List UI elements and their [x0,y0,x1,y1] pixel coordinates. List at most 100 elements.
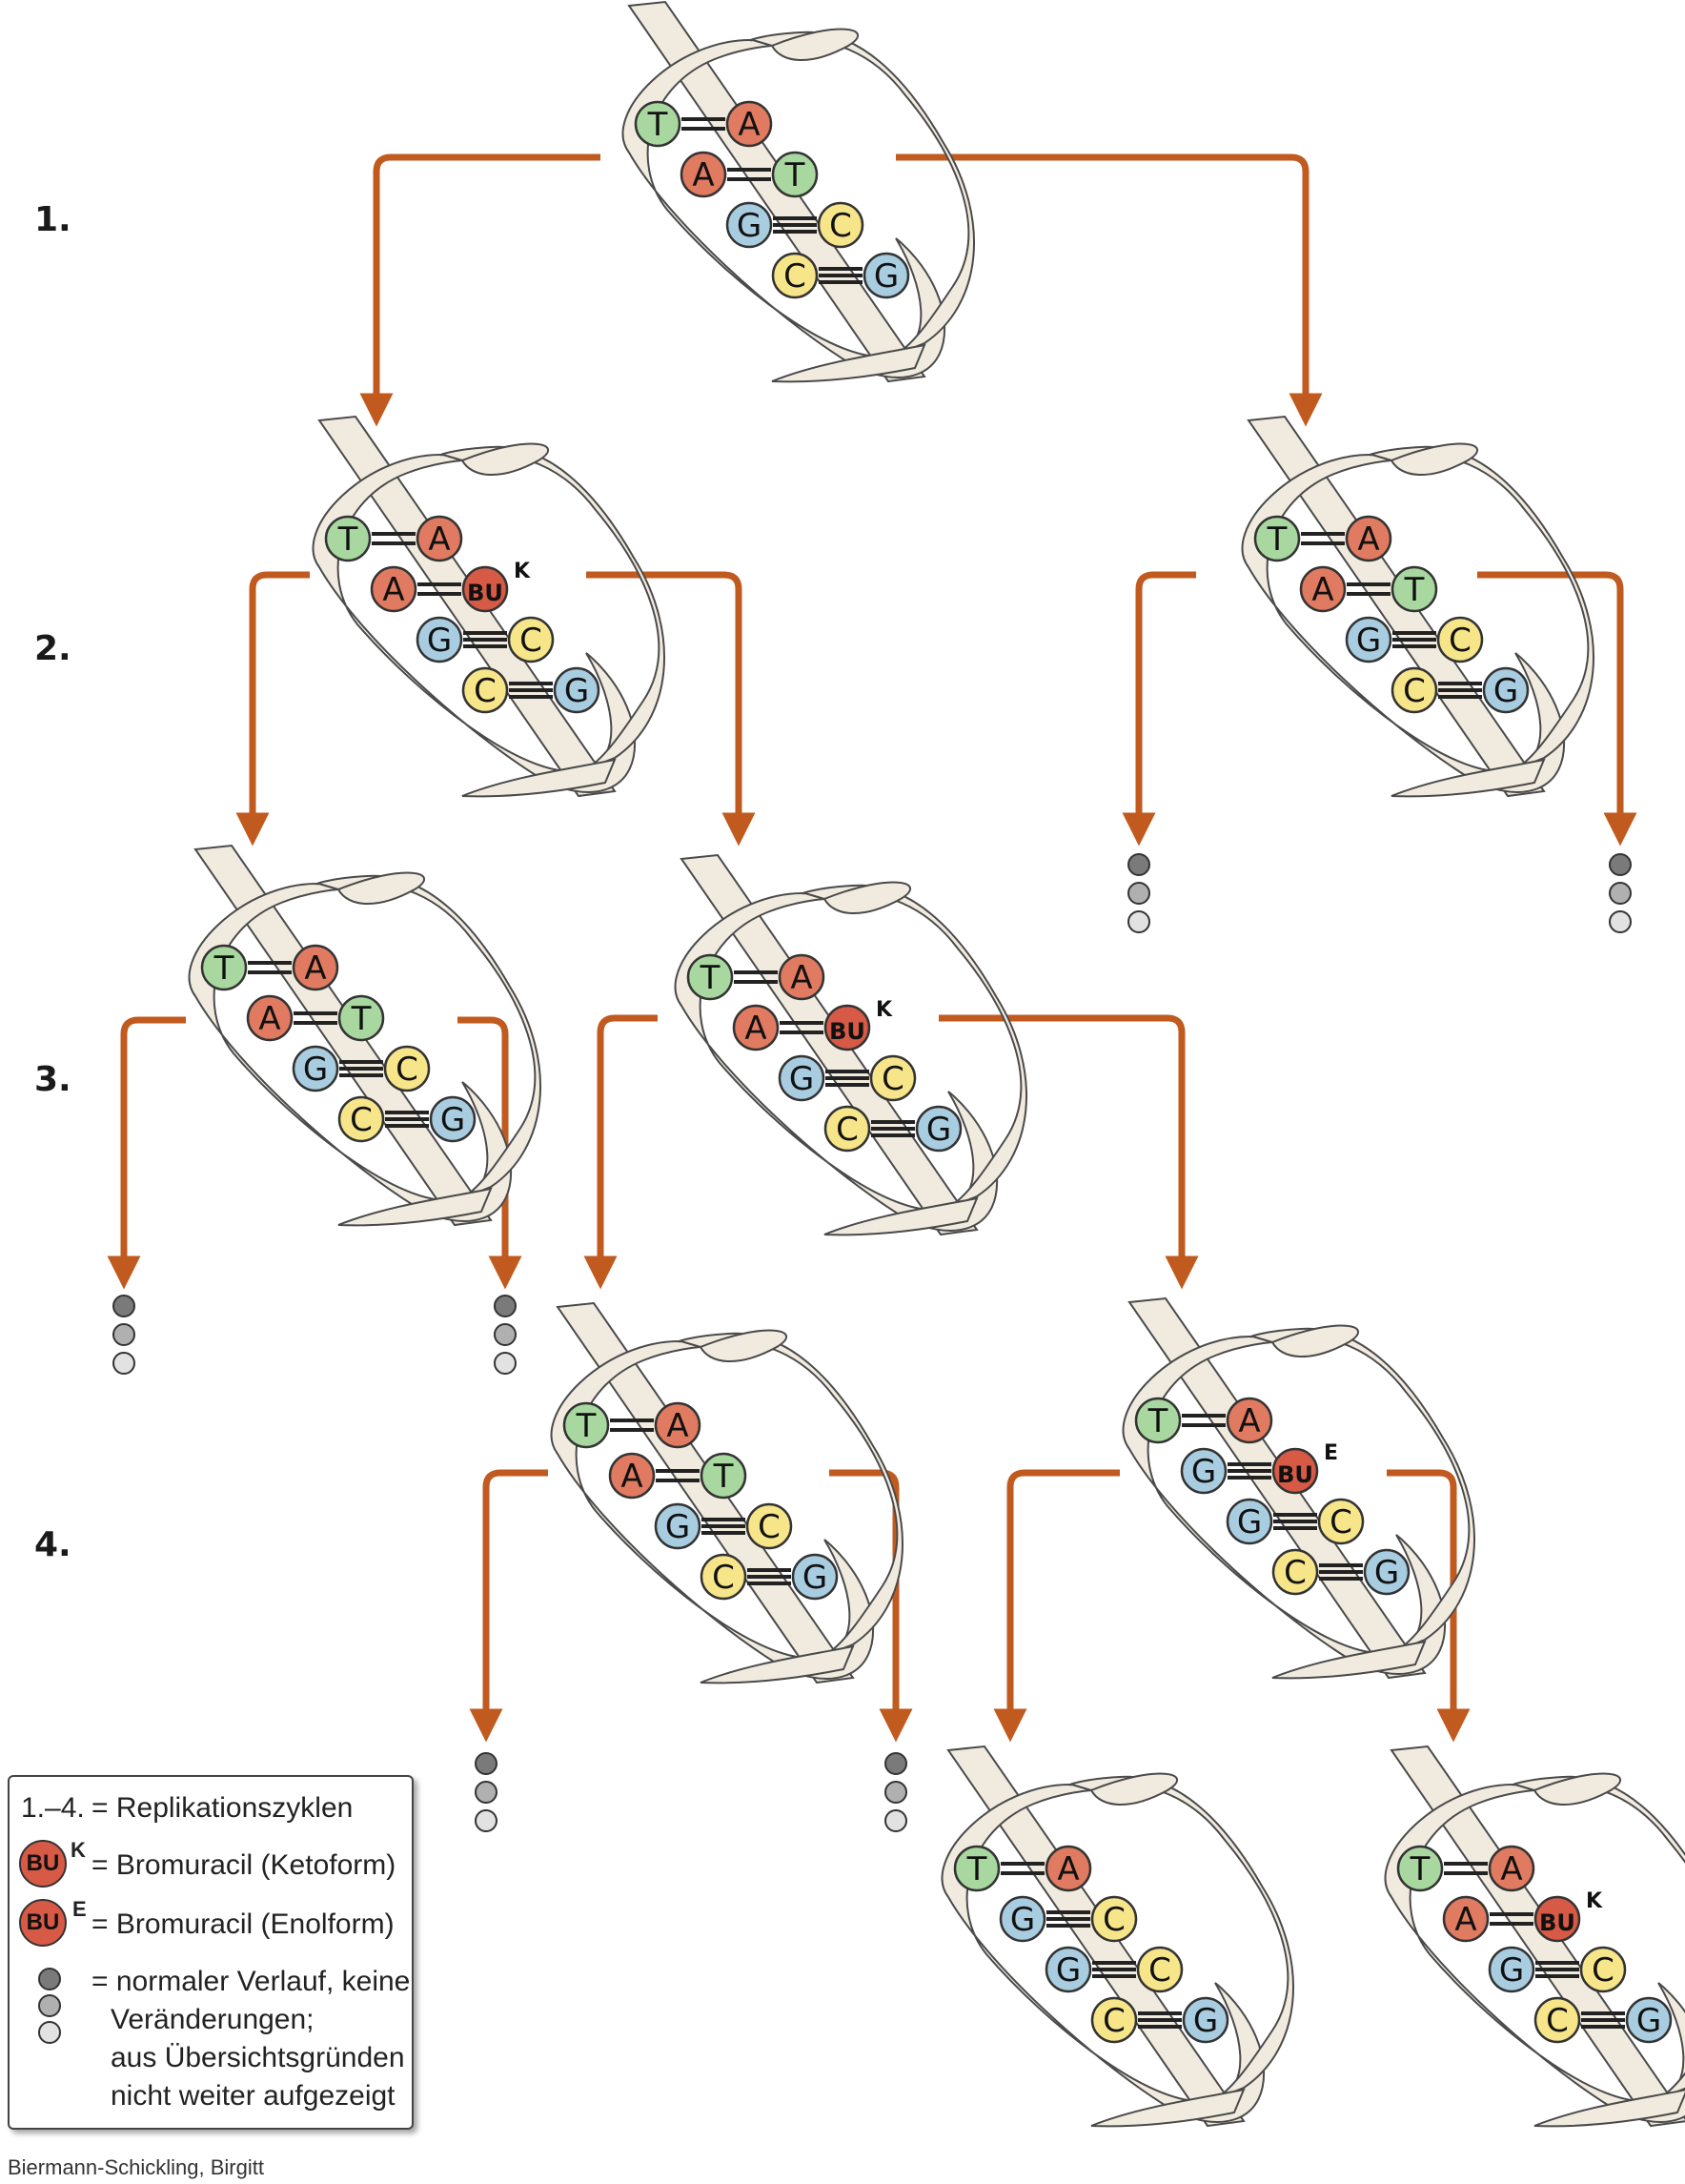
base-left-circle [1299,565,1347,613]
legend-keto-superscript: K [71,1838,86,1862]
legend-cycles-key: 1.–4. [21,1792,85,1824]
legend-dot-light-icon [38,2021,61,2044]
base-left-label: T [213,949,234,988]
dna-strand-straight [317,415,617,798]
base-right-label: A [1357,520,1379,559]
base-right-label: A [304,949,326,988]
base-left-label: A [744,1010,766,1048]
base-left-circle [1396,1845,1444,1892]
base-left-label: G [1237,1503,1262,1541]
legend-enol-text: = Bromuracil (Enolform) [91,1908,395,1940]
cycle-label-4: 4. [34,1525,71,1564]
continuation-dot [884,1809,907,1832]
base-right-label: G [440,1101,465,1139]
base-left-label: G [1056,1951,1081,1990]
base-right-label: A [666,1407,688,1445]
legend-bromouracil-keto-icon: BU [19,1840,67,1888]
base-left-label: C [474,672,497,710]
base-right-circle [745,1502,793,1550]
dna-strand-loop-left [1384,1783,1685,2123]
dna-strand-top [460,442,550,476]
continuation-dot [475,1752,497,1775]
base-right-label: T [1404,571,1425,609]
replication-arrow-2 [896,153,1323,427]
base-left-circle [1271,1548,1319,1596]
base-left-circle [416,616,463,663]
replication-arrow-14 [1387,1469,1471,1743]
base-right-label: A [428,520,450,559]
base-right-circle [337,994,385,1042]
bromouracil-form-superscript: K [1586,1889,1603,1913]
cycle-label-2: 2. [34,629,71,668]
base-left-label: A [692,156,714,194]
base-left-label: T [1267,520,1288,559]
base-right-circle [1136,1946,1184,1993]
base-left-label: T [1410,1850,1431,1888]
base-right-label: G [874,257,899,296]
dna-strand-bottom [771,343,926,383]
base-left-circle [953,1845,1001,1892]
base-left-circle [680,151,727,198]
continuation-dots-1 [1127,853,1150,933]
base-right-label: A [790,959,812,997]
dna-strand-top [770,28,860,61]
cycle-label-1: 1. [34,200,71,239]
base-left-label: C [712,1559,735,1597]
dna-strand-loop-left [1241,453,1566,793]
base-left-circle [725,201,773,249]
continuation-dot [494,1352,517,1375]
base-right-label: C [396,1051,418,1089]
base-left-circle [461,666,509,714]
base-right-circle [1317,1498,1365,1545]
replication-arrow-13 [993,1469,1120,1743]
base-right-circle [1045,1845,1092,1892]
continuation-dot [1127,853,1150,876]
base-right-label: A [1057,1850,1079,1888]
base-right-circle [1182,1996,1229,2044]
base-left-circle [700,1553,747,1601]
base-right-label: G [564,672,589,710]
replication-arrow-6 [1477,571,1637,847]
base-right-circle [1533,1895,1581,1943]
dna-strand-bottom [823,1196,979,1236]
base-right-label: C [882,1060,904,1098]
dna-strand-top [699,1329,788,1362]
base-right-label: BU [829,1018,865,1045]
dna-strand-straight [1247,415,1546,798]
dna-strand-bottom [1271,1640,1427,1680]
base-right-label: C [1330,1503,1352,1541]
base-right-circle [700,1452,747,1500]
base-left-label: A [1454,1901,1476,1939]
base-right-circle [1488,1845,1535,1892]
base-left-label: T [576,1407,597,1445]
legend-dot-dark-icon [38,1968,61,1990]
base-left-label: G [789,1060,814,1098]
legend-bromouracil-enol-icon: BU [19,1899,67,1947]
dna-strand-top [822,881,912,914]
legend-dot-mid-icon [38,1994,61,2017]
base-left-circle [1226,1498,1273,1545]
base-right-label: C [519,622,542,660]
base-right-label: C [829,207,852,245]
base-right-label: BU [1539,1909,1575,1936]
continuation-dot [112,1295,135,1317]
base-right-circle [823,1004,871,1051]
base-right-label: G [1636,2002,1661,2040]
